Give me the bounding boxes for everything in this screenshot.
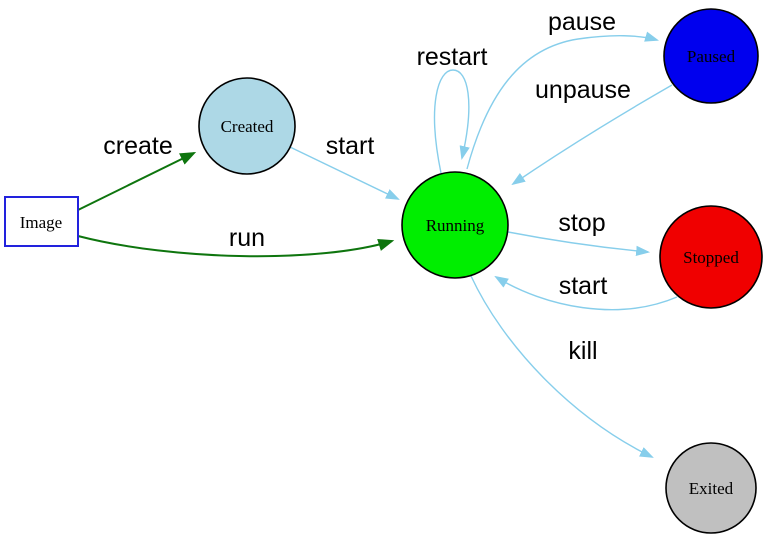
edge-kill-path	[470, 275, 654, 458]
edge-run-path	[77, 235, 395, 258]
node-created: Created	[198, 77, 296, 175]
node-paused-circle	[663, 8, 759, 104]
edge-start-created-label: start	[326, 132, 375, 160]
edge-pause-path	[466, 31, 660, 170]
edge-kill-label: kill	[568, 337, 597, 365]
node-running: Running	[401, 171, 509, 279]
node-paused-label: Paused	[687, 47, 736, 66]
edge-restart-path	[433, 69, 470, 174]
edge-start-stopped-label: start	[559, 272, 608, 300]
edge-stop-path	[507, 231, 651, 257]
edge-run-label: run	[229, 224, 265, 252]
edge-create-label: create	[103, 132, 172, 160]
node-exited: Exited	[665, 442, 757, 534]
edge-restart-label: restart	[417, 43, 488, 71]
node-image: Image	[4, 196, 79, 247]
node-created-circle	[198, 77, 296, 175]
node-stopped-label: Stopped	[683, 248, 739, 267]
node-image-label: Image	[20, 213, 62, 232]
edge-unpause-path	[511, 84, 673, 186]
node-stopped-circle	[659, 205, 763, 309]
edge-stop-label: stop	[558, 209, 605, 237]
edge-create-path	[77, 151, 197, 211]
edge-start-stopped-path	[494, 275, 678, 311]
node-exited-circle	[665, 442, 757, 534]
node-created-label: Created	[221, 117, 274, 136]
edge-unpause-label: unpause	[535, 76, 631, 104]
edge-pause-label: pause	[548, 8, 616, 36]
node-running-circle	[401, 171, 509, 279]
node-exited-label: Exited	[689, 479, 734, 498]
node-running-label: Running	[426, 216, 485, 235]
node-paused: Paused	[663, 8, 759, 104]
node-image-box	[4, 196, 79, 247]
node-stopped: Stopped	[659, 205, 763, 309]
edge-start-created-path	[289, 146, 400, 200]
